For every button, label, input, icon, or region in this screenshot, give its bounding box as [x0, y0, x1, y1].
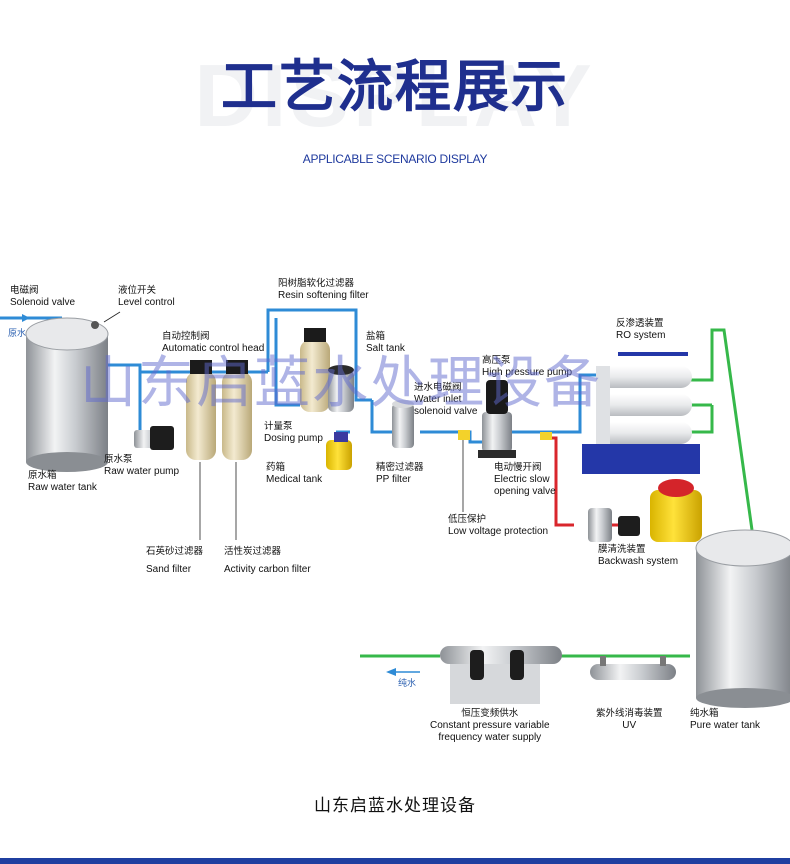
company-watermark: 山东启蓝水处理设备: [80, 351, 602, 416]
salt-tank: [328, 365, 354, 412]
pure-water-outlet-tag: 纯水: [398, 679, 417, 689]
pp-filter: [392, 400, 414, 448]
ro-system: [582, 352, 700, 474]
carbon-filter: [222, 360, 252, 460]
label-pointers: [103, 311, 464, 540]
page-title: 工艺流程展示: [221, 55, 569, 120]
pure-out-arrow: [386, 668, 396, 676]
high-pressure-pump: [478, 380, 516, 458]
footer-company-name: 山东启蓝水处理设备: [314, 796, 476, 816]
pure-water-pipes: [360, 328, 754, 658]
resin-softening-filter: [300, 328, 330, 412]
medical-tank: [326, 432, 352, 470]
inlet-valve-marker: [458, 430, 470, 440]
backwash-system: [588, 479, 702, 542]
sand-filter: [186, 360, 216, 460]
raw-water-tank: [25, 317, 109, 472]
pure-water-tank: [695, 529, 790, 708]
raw-water-inlet-tag: 原水: [8, 329, 27, 339]
slow-valve-marker: [540, 432, 552, 440]
bottom-accent-bar: [0, 858, 790, 864]
page-subtitle: APPLICABLE SCENARIO DISPLAY: [302, 152, 488, 166]
raw-in-arrow: [22, 314, 30, 322]
uv-sterilizer: [590, 656, 676, 680]
constant-pressure-unit: [440, 646, 562, 704]
raw-water-pump: [134, 426, 174, 450]
header-ghost-text: DISPLAY: [194, 46, 596, 145]
